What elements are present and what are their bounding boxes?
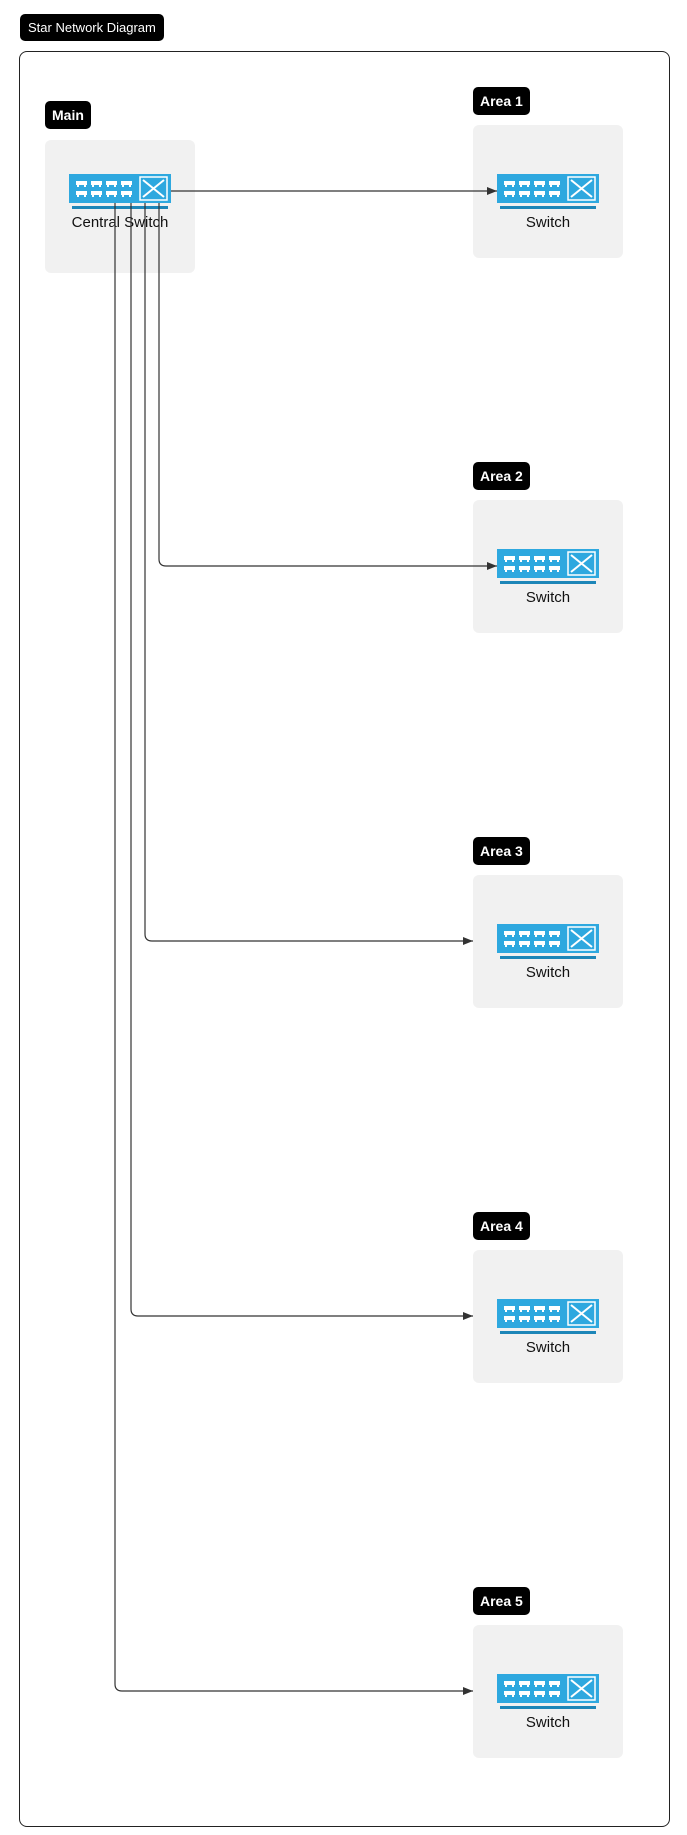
area-4-switch-label: Switch — [525, 1339, 571, 1356]
area-5-switch-icon[interactable] — [497, 1674, 599, 1710]
area-2-switch-label: Switch — [525, 589, 571, 606]
area-5-switch-label: Switch — [525, 1714, 571, 1731]
central-switch-label: Central Switch — [71, 214, 169, 231]
area-3-switch-label: Switch — [525, 964, 571, 981]
area-4-group-label: Area 4 — [473, 1212, 530, 1240]
area-5-group-label: Area 5 — [473, 1587, 530, 1615]
area-1-group-label: Area 1 — [473, 87, 530, 115]
main-group-label: Main — [45, 101, 91, 129]
diagram-title: Star Network Diagram — [20, 14, 164, 41]
area-4-switch-icon[interactable] — [497, 1299, 599, 1335]
area-2-group-label: Area 2 — [473, 462, 530, 490]
area-3-group-label: Area 3 — [473, 837, 530, 865]
central-switch-icon[interactable] — [69, 174, 171, 210]
area-1-switch-icon[interactable] — [497, 174, 599, 210]
area-2-switch-icon[interactable] — [497, 549, 599, 585]
area-1-switch-label: Switch — [525, 214, 571, 231]
area-3-switch-icon[interactable] — [497, 924, 599, 960]
